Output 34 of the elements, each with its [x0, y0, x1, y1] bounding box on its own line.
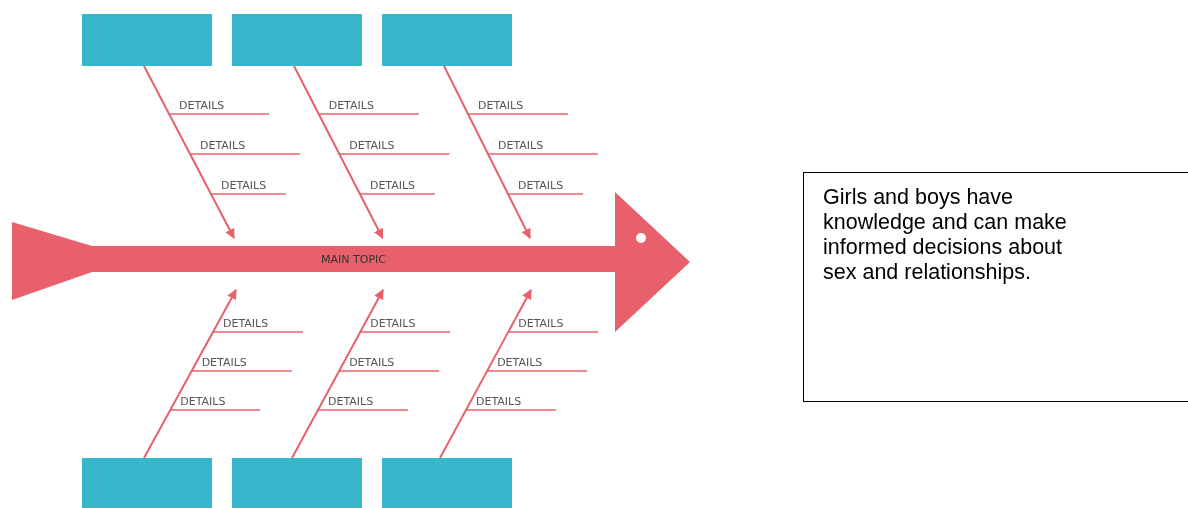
- detail-label: DETAILS: [476, 395, 522, 408]
- detail-label: DETAILS: [518, 179, 564, 192]
- arrow: [439, 289, 532, 459]
- detail-label: DETAILS: [478, 99, 524, 112]
- detail-label: DETAILS: [201, 356, 247, 369]
- detail-label: DETAILS: [200, 139, 246, 152]
- arrow: [143, 289, 237, 459]
- detail-label: DETAILS: [223, 317, 269, 330]
- detail-label: DETAILS: [328, 395, 374, 408]
- detail-label: DETAILS: [180, 395, 226, 408]
- fishbone-drawing: [12, 192, 690, 332]
- detail-label: DETAILS: [518, 317, 564, 330]
- detail-label: DETAILS: [498, 139, 544, 152]
- detail-label: DETAILS: [328, 99, 374, 112]
- detail-label: DETAILS: [179, 99, 225, 112]
- arrow: [291, 289, 384, 459]
- detail-label: DETAILS: [497, 356, 543, 369]
- topic-label: MAIN TOPIC: [320, 252, 387, 268]
- detail-label: DETAILS: [370, 317, 416, 330]
- arrow: [143, 65, 235, 239]
- category-box: [232, 14, 362, 66]
- statement-box: [803, 172, 1188, 402]
- detail-label: DETAILS: [369, 179, 416, 192]
- category-box: [82, 458, 212, 508]
- category-box: [382, 14, 512, 66]
- category-box: [82, 14, 212, 66]
- category-box: [232, 458, 362, 508]
- detail-label: DETAILS: [349, 139, 395, 152]
- category-box: [382, 458, 512, 508]
- detail-label: DETAILS: [220, 179, 267, 192]
- arrow: [443, 65, 531, 239]
- arrow: [293, 65, 384, 239]
- statement-text: Girls and boys have knowledge and can make informed decisions about sex and relationships.: [823, 185, 1068, 285]
- detail-label: DETAILS: [349, 356, 395, 369]
